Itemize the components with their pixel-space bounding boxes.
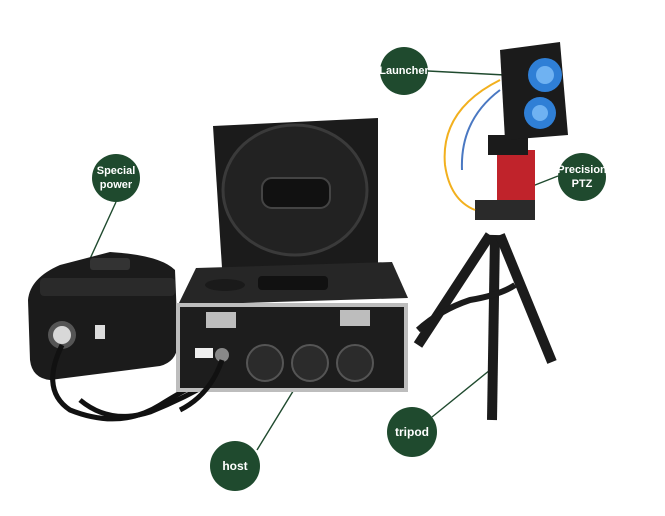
tripod-label: tripod xyxy=(387,407,437,457)
tripod-image xyxy=(413,232,557,421)
host-case-image xyxy=(176,118,408,413)
host-label-text: host xyxy=(222,459,248,473)
launcher-label: Launcher xyxy=(379,47,429,95)
launcher-image xyxy=(443,42,568,220)
tripod-label-text: tripod xyxy=(395,425,429,439)
leader-lines xyxy=(77,70,559,451)
host-label: host xyxy=(210,441,260,491)
special-power-label: Special power xyxy=(92,154,140,202)
launcher-label-text: Launcher xyxy=(379,65,429,77)
precision-ptz-label: Precision PTZ xyxy=(557,153,607,201)
power-unit-image xyxy=(28,252,221,422)
special-power-label-text: Special power xyxy=(96,165,136,191)
precision-ptz-label-text: Precision PTZ xyxy=(557,164,607,190)
